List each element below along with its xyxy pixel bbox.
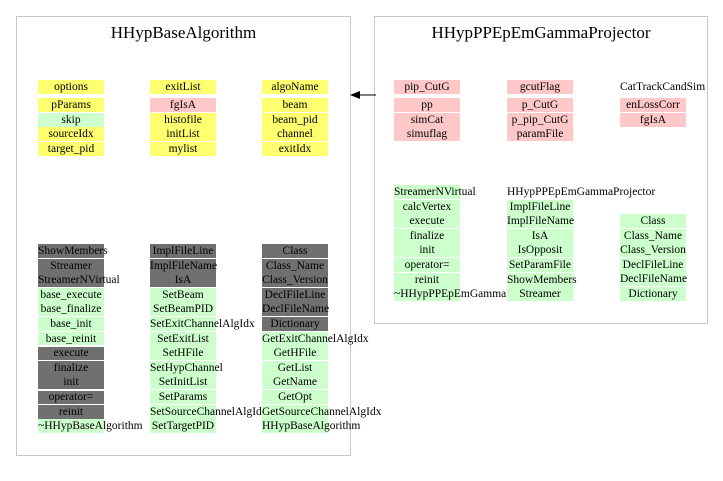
data-member: exitIdx [262, 141, 328, 156]
inheritance-arrow-head [350, 91, 360, 99]
method: DeclFileLine [620, 257, 686, 272]
method: SetSourceChannelAlgIdx [150, 404, 268, 419]
data-member: simuflag [394, 127, 460, 142]
data-member: sourceIdx [38, 127, 104, 142]
data-member: algoName [262, 80, 328, 94]
method: DeclFileName [262, 302, 330, 317]
method: SetParams [150, 390, 216, 404]
base-class-title: HHypBaseAlgorithm [110, 23, 257, 42]
method: base_finalize [38, 302, 104, 317]
method: IsOpposit [507, 243, 573, 258]
method: StreamerNVirtual [394, 185, 476, 199]
data-member: simCat [394, 112, 460, 127]
method: SetBeam [150, 287, 216, 302]
method: ImplFileName [150, 258, 218, 273]
row-separator [38, 345, 104, 348]
row-separator [38, 389, 104, 391]
method: reinit [394, 272, 460, 287]
method: SetExitList [150, 331, 216, 346]
data-member: p_pip_CutG [507, 112, 573, 127]
method: ShowMembers [38, 244, 108, 258]
data-member: paramFile [507, 127, 573, 142]
data-member: options [38, 80, 104, 94]
data-member: mylist [150, 141, 216, 156]
data-member: CatTrackCandSim [620, 81, 706, 93]
method: SetHypChannel [150, 360, 223, 375]
method: SetExitChannelAlgIdx [150, 317, 255, 331]
method: calcVertex [394, 199, 460, 214]
data-member: p_CutG [507, 98, 573, 112]
method: SetParamFile [507, 258, 573, 272]
method: IsA [150, 273, 216, 288]
method: ShowMembers [507, 272, 577, 287]
method: SetBeamPID [150, 302, 216, 317]
data-member: initList [150, 127, 216, 142]
method: Class_Version [262, 273, 328, 288]
method: SetHFile [150, 346, 216, 361]
method: GetSourceChannelAlgIdx [262, 404, 382, 419]
data-member: skip [38, 112, 104, 127]
method: ~HHypPPEpEmGammaProjector [394, 287, 548, 302]
method: GetName [262, 375, 328, 390]
data-member: gcutFlag [507, 80, 573, 94]
method: Class_Name [620, 228, 686, 243]
method: execute [38, 346, 104, 361]
data-member: fgIsA [620, 112, 686, 127]
data-member: beam_pid [262, 112, 328, 127]
data-member: pp [394, 98, 460, 112]
data-member: histofile [150, 112, 216, 127]
method: StreamerNVirtual [38, 273, 120, 288]
method: DeclFileName [620, 272, 688, 287]
data-member: pParams [38, 98, 104, 112]
method: Class [620, 214, 686, 228]
method: base_execute [38, 287, 104, 302]
method: SetTargetPID [150, 419, 216, 434]
data-member: fgIsA [150, 98, 216, 112]
data-member: channel [262, 127, 328, 142]
data-member: enLossCorr [620, 98, 686, 112]
method: init [394, 243, 460, 258]
method: Streamer [507, 287, 573, 302]
data-member: beam [262, 98, 328, 112]
data-member: exitList [150, 80, 216, 94]
method: Class_Version [620, 243, 686, 258]
method: finalize [38, 360, 104, 375]
method: GetHFile [262, 346, 328, 361]
method: ImplFileLine [507, 199, 573, 214]
method: init [38, 375, 104, 390]
method: Dictionary [620, 287, 686, 301]
method: operator= [38, 390, 104, 404]
data-member: target_pid [38, 141, 104, 156]
method: base_init [38, 317, 104, 331]
method: GetList [262, 360, 328, 375]
data-member: pip_CutG [394, 80, 460, 94]
method: operator= [394, 258, 460, 272]
method: HHypPPEpEmGammaProjector [507, 185, 655, 199]
method: Streamer [38, 258, 104, 273]
method: IsA [507, 228, 573, 243]
method: ~HHypBaseAlgorithm [38, 419, 143, 434]
method: GetExitChannelAlgIdx [262, 331, 369, 346]
method: Dictionary [262, 317, 328, 331]
derived-class-title: HHypPPEpEmGammaProjector [431, 23, 651, 42]
inheritance-arrow-icon [350, 91, 376, 99]
method: execute [394, 214, 460, 229]
method: reinit [38, 404, 104, 419]
method: DeclFileLine [262, 287, 328, 302]
method: Class [262, 244, 328, 258]
method: HHypBaseAlgorithm [262, 419, 361, 434]
method: finalize [394, 228, 460, 243]
method: ImplFileName [507, 214, 575, 229]
method: base_reinit [38, 331, 104, 346]
method: GetOpt [262, 390, 328, 404]
method: ImplFileLine [150, 244, 216, 258]
method: SetInitList [150, 375, 216, 390]
method: Class_Name [262, 258, 328, 273]
